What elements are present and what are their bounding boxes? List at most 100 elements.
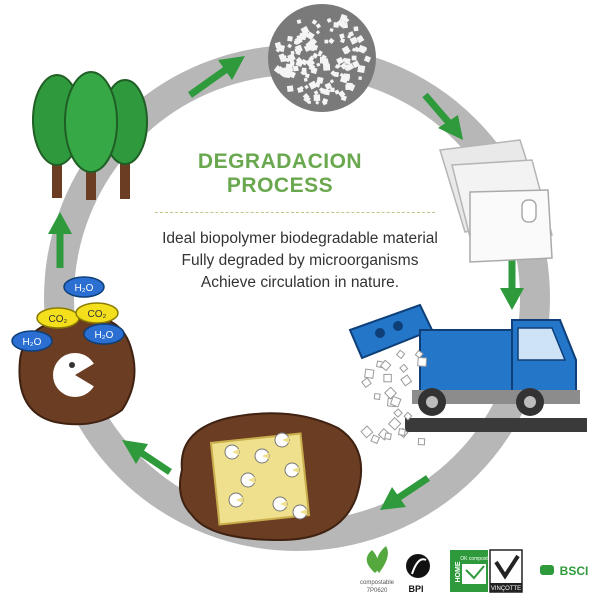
molecule-h2o-3: H₂O [83,323,125,345]
film-piece [361,377,372,389]
pellet [304,84,309,90]
film-piece [383,373,392,383]
pellet [324,82,333,90]
arrow-trees-to-pellets [187,56,245,98]
ok-compost-home-logo: HOME OK compost [450,550,488,592]
trees-icon [32,71,148,200]
pellet [315,23,322,29]
pellet [278,53,286,61]
pellet [287,53,296,62]
seedling-logo: compostable 7P0620 [360,546,395,594]
film-piece [389,395,402,408]
description-line-3: Achieve circulation in nature. [200,274,400,291]
film-piece [414,349,424,359]
film-piece [417,356,428,367]
microbe-mouth [236,497,243,503]
microbe-mouth [262,453,269,459]
pellet [295,59,304,68]
ok-compost-text: OK compost [460,556,488,562]
pellet [345,64,351,69]
pellet [323,89,331,96]
pellet [287,43,293,49]
description-line-2: Fully degraded by microorganisms [181,252,419,269]
pellet [310,67,318,75]
pellet [294,40,298,45]
molecule-co2-2: CO₂ [75,302,119,324]
pellet [339,37,346,44]
pellet [316,76,324,84]
vincotte-text: VINÇOTTE [491,586,521,592]
pellet [299,32,307,41]
pellet [312,52,319,59]
pellet [345,84,351,91]
arrow-truck-to-soil [380,475,430,510]
pellet [305,40,315,50]
title-divider [155,212,435,213]
film-piece [379,359,392,372]
co2-label-2: CO₂ [88,309,107,320]
pellet [297,86,304,94]
pellet [338,19,347,28]
film-piece [393,408,403,418]
arrow-pellets-to-bags [422,92,463,140]
microbe-mouth [280,501,287,507]
pellet [283,71,291,79]
soil-with-film-icon [179,412,363,542]
pellet [343,73,350,80]
pellet [294,44,303,53]
film-piece [395,349,406,360]
pellet [307,100,311,104]
bpi-label: BPI [408,584,423,594]
pellet [306,31,315,41]
diagram-title-line-2: PROCESS [226,174,334,197]
pellet [287,35,293,42]
molecule-co2-1: CO₂ [36,307,80,329]
pellet [339,33,345,39]
h2o-label-1: H₂O [75,283,94,294]
pellet [304,73,310,79]
pellet [348,31,355,37]
pellet [362,46,368,52]
pellet [313,90,319,96]
pellet [286,85,294,93]
ok-compost-home-text: HOME [455,561,462,582]
bsci-text: BSCI [560,564,589,578]
microbe-mouth [292,467,299,473]
pellet [356,34,365,44]
pellet [322,100,328,106]
pellet [311,19,318,25]
pellet [316,62,321,67]
pellet [318,50,323,56]
pellet [339,72,345,78]
pellet [320,54,327,61]
pellet [336,63,342,69]
description-line-1: Ideal biopolymer biodegradable material [162,230,438,247]
pellet [358,76,362,80]
pellet [357,64,366,74]
film-piece [383,386,398,400]
pellet [300,58,308,66]
film-piece [417,437,426,446]
pellet [328,37,335,45]
h2o-label-2: H₂O [23,337,42,348]
pellet [275,47,281,53]
co2-label-1: CO₂ [49,314,68,325]
pellet [330,87,335,93]
vincotte-logo: VINÇOTTE [489,549,523,593]
microbe-mouth [232,449,239,455]
garbage-truck-icon [348,303,587,446]
pellet [357,44,367,54]
pellet [324,39,329,44]
seedling-caption-1: compostable [360,580,395,586]
pellet [349,36,358,45]
film-piece [360,425,374,439]
molecule-h2o-2: H₂O [11,330,53,352]
h2o-label-3: H₂O [95,330,114,341]
pellet [321,58,330,66]
film-piece [398,428,406,437]
film-piece [399,363,409,373]
bsci-logo: BSCI [540,564,588,578]
film-piece [403,411,413,421]
pellet [352,60,360,69]
